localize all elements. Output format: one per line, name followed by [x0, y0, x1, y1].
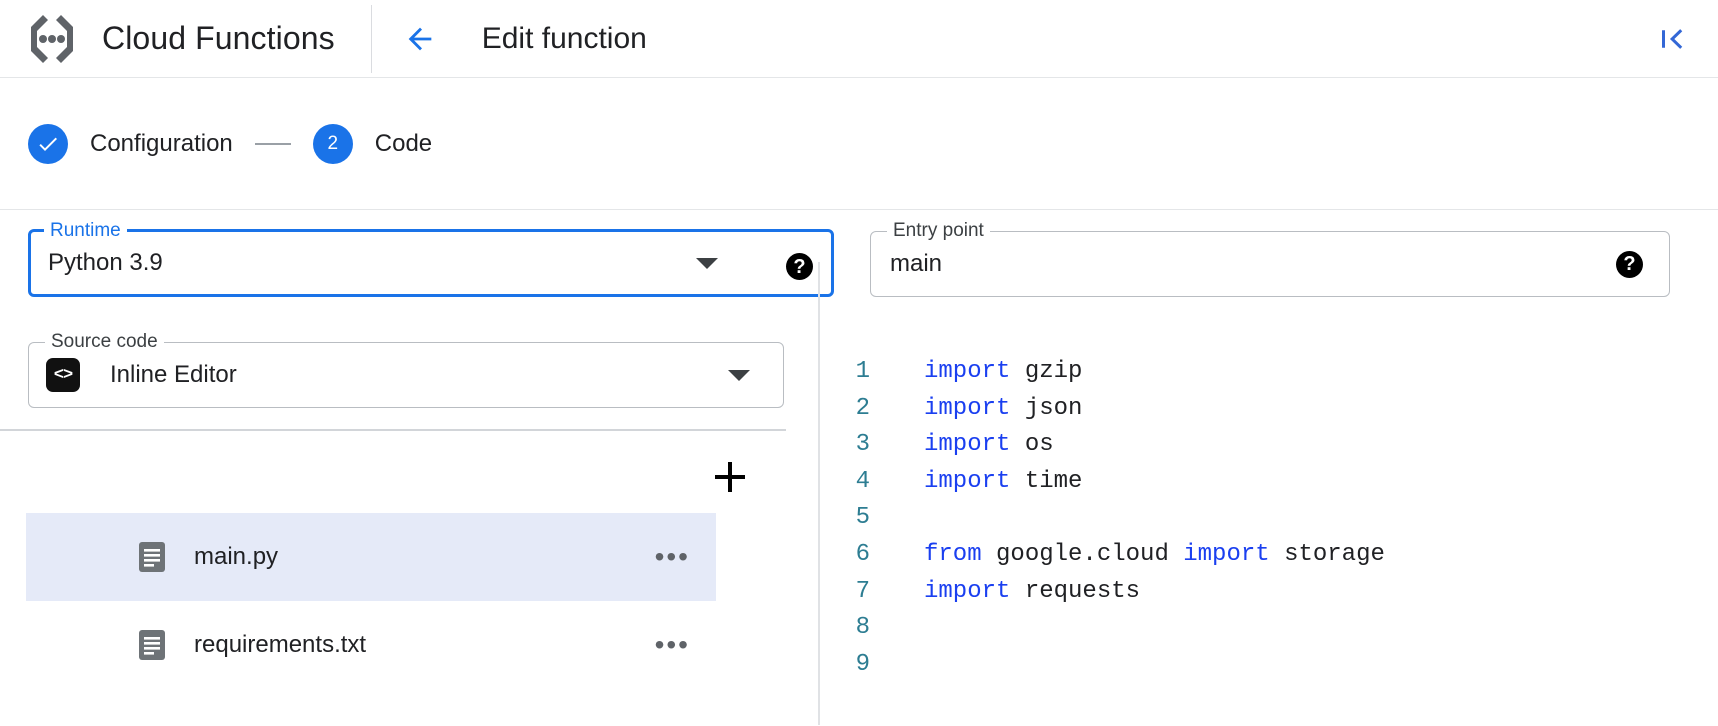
step-configuration-label: Configuration [90, 129, 233, 157]
code-line-text: import time [924, 467, 1083, 495]
product-brand[interactable]: Cloud Functions [0, 0, 335, 77]
code-line-text: import requests [924, 577, 1141, 605]
page-title: Edit function [481, 21, 647, 55]
content-area: Runtime Python 3.9 ? Source code <> Inli… [0, 210, 1718, 725]
step-code-label: Code [374, 129, 433, 157]
file-row-requirements-txt[interactable]: requirements.txt ••• [26, 601, 716, 689]
app-bar: Cloud Functions Edit function [0, 0, 1718, 78]
arrow-left-icon [408, 27, 432, 50]
file-row-main-py[interactable]: main.py ••• [26, 513, 716, 601]
runtime-select[interactable]: Runtime Python 3.9 [28, 220, 834, 297]
entry-point-value: main [890, 250, 943, 277]
add-file-button[interactable] [708, 455, 752, 499]
collapse-panel-icon [1662, 28, 1683, 49]
files-divider [0, 429, 786, 431]
runtime-value: Python 3.9 [48, 249, 163, 276]
code-line-text: import gzip [924, 358, 1083, 385]
plus-icon-vertical [728, 462, 732, 492]
code-line: 3 import os [820, 427, 1718, 464]
step-code-marker: 2 [312, 123, 353, 164]
runtime-label: Runtime [44, 220, 127, 242]
line-number: 2 [855, 394, 870, 422]
entry-point-help-icon[interactable]: ? [1616, 250, 1643, 278]
step-connector [254, 142, 291, 145]
code-line: 6 from google.cloud import storage [820, 537, 1718, 574]
wizard-stepper: Configuration 2 Code [0, 78, 1718, 210]
left-pane: Runtime Python 3.9 ? Source code <> Inli… [0, 210, 834, 725]
check-icon [39, 137, 57, 151]
code-line: 1 import gzip [820, 354, 1718, 391]
product-title: Cloud Functions [102, 20, 335, 56]
cloud-functions-icon [31, 14, 73, 63]
collapse-panel-button[interactable] [1650, 17, 1694, 61]
line-number: 1 [855, 358, 870, 385]
code-line: 9 [820, 647, 1718, 684]
file-list: main.py ••• requirements.txt ••• [26, 513, 716, 689]
file-name: requirements.txt [194, 631, 367, 658]
right-pane: Entry point main ? 1 import gzip 2 import j… [820, 210, 1718, 725]
code-line-text: import json [924, 394, 1083, 422]
line-number: 9 [855, 650, 870, 678]
line-number: 4 [855, 467, 870, 495]
pane-divider [818, 262, 820, 725]
code-editor[interactable]: 1 import gzip 2 import json 3 import os 4 impor… [820, 312, 1718, 725]
runtime-help-icon[interactable]: ? [786, 253, 813, 280]
source-code-select[interactable]: Source code <> Inline Editor [28, 331, 784, 408]
file-icon [139, 542, 165, 572]
code-line: 5 [820, 500, 1718, 537]
appbar-divider [370, 4, 372, 73]
code-brackets-icon: <> [46, 358, 80, 392]
source-code-value: Inline Editor [110, 361, 237, 388]
line-number: 6 [855, 540, 870, 568]
step-code[interactable]: 2 Code [312, 123, 433, 164]
source-code-label: Source code [45, 331, 164, 353]
code-line: 4 import time [820, 464, 1718, 501]
file-icon [139, 630, 165, 660]
chevron-down-icon[interactable] [728, 369, 750, 381]
code-line-text: import os [924, 431, 1054, 459]
line-number: 3 [855, 431, 870, 459]
line-number: 5 [855, 504, 870, 532]
file-overflow-menu[interactable]: ••• [654, 541, 690, 572]
back-button[interactable] [396, 15, 444, 63]
line-number: 7 [855, 577, 870, 605]
code-line-text: from google.cloud import storage [924, 540, 1385, 568]
code-line: 2 import json [820, 391, 1718, 428]
file-name: main.py [194, 543, 279, 570]
step-configuration[interactable]: Configuration [28, 123, 233, 164]
step-configuration-marker [28, 123, 68, 164]
entry-point-input[interactable]: Entry point main ? [870, 220, 1670, 297]
chevron-down-icon[interactable] [696, 257, 718, 269]
code-line: 7 import requests [820, 574, 1718, 611]
code-line: 8 [820, 610, 1718, 647]
line-number: 8 [855, 614, 870, 642]
entry-point-label: Entry point [887, 220, 990, 242]
file-overflow-menu[interactable]: ••• [654, 629, 690, 660]
